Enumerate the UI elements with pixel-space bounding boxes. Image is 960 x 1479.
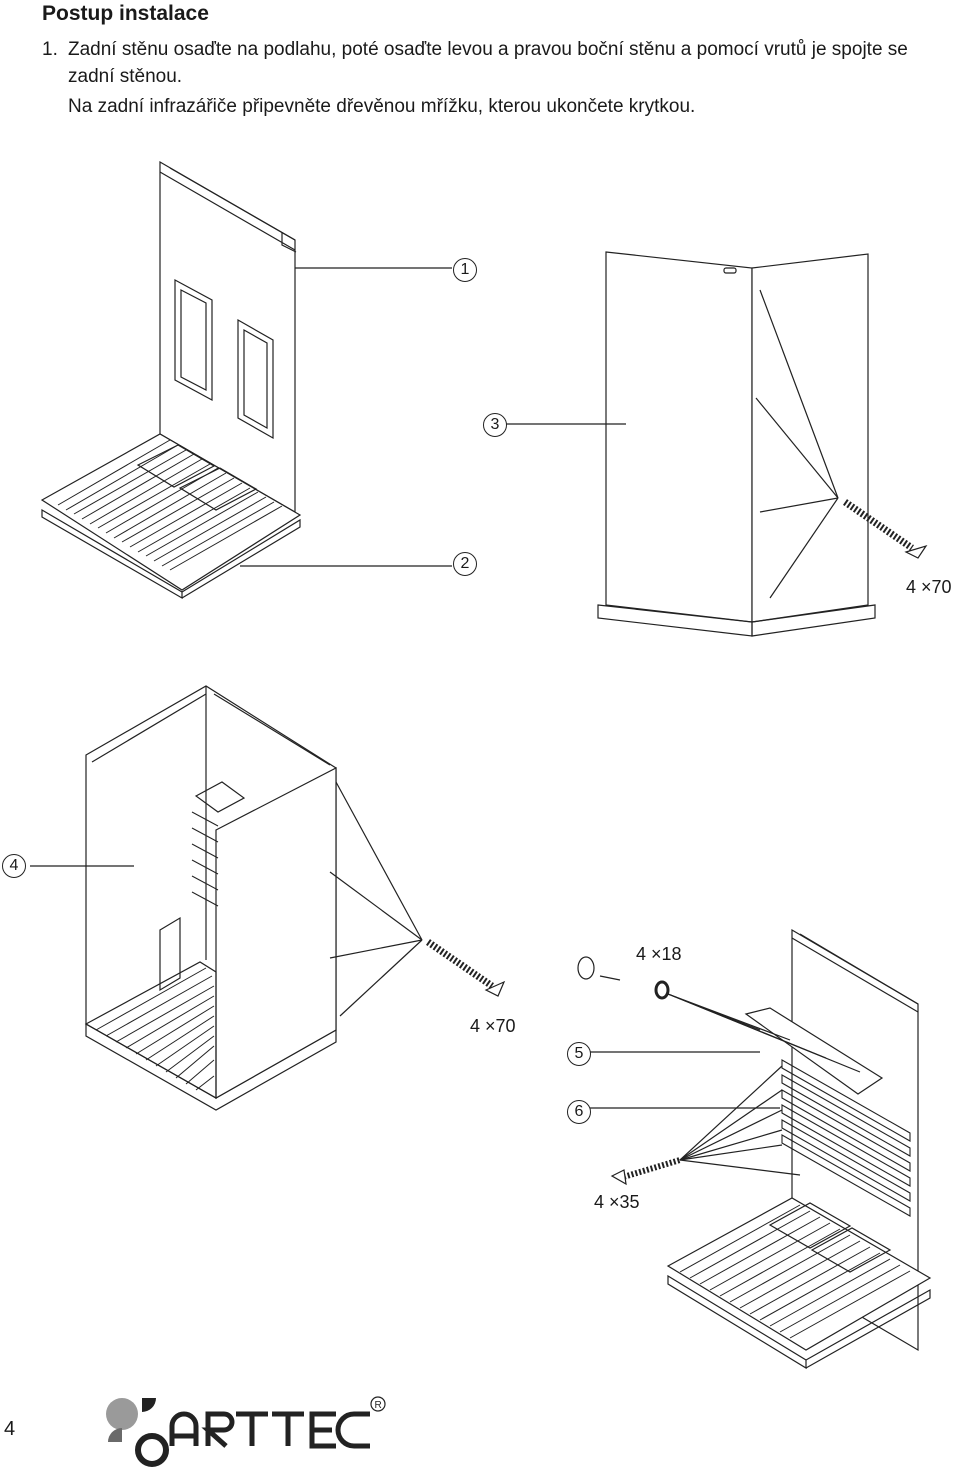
screw-icon bbox=[610, 1157, 681, 1186]
callout-2: 2 bbox=[453, 552, 477, 576]
cap-icon bbox=[577, 956, 595, 980]
callout-4: 4 bbox=[2, 854, 26, 878]
cap-size-label: 4 ×18 bbox=[636, 944, 682, 964]
screw-icon bbox=[843, 499, 928, 559]
corner-walls-figure bbox=[490, 251, 928, 637]
screw-size-label: 4 ×35 bbox=[594, 1192, 640, 1212]
step-paragraph-2: Na zadní infrazářiče připevněte dřevěnou… bbox=[68, 96, 696, 117]
step-number: 1. bbox=[42, 39, 58, 60]
page-number: 4 bbox=[4, 1418, 16, 1440]
callout-3: 3 bbox=[483, 413, 507, 437]
screw-icon bbox=[426, 939, 506, 997]
screw-size-label: 4 ×70 bbox=[470, 1016, 516, 1036]
callout-1: 1 bbox=[453, 258, 477, 282]
assembled-cabin-figure bbox=[30, 685, 506, 1111]
heater-grille-figure bbox=[577, 928, 932, 1370]
step-paragraph-1: Zadní stěnu osaďte na podlahu, poté osaď… bbox=[68, 39, 908, 87]
logo-wordmark bbox=[169, 1411, 370, 1449]
callout-5: 5 bbox=[567, 1042, 591, 1066]
logo-mark-icon bbox=[106, 1398, 169, 1467]
artec-logo: R bbox=[100, 1392, 400, 1479]
back-wall-on-floor-figure bbox=[40, 160, 452, 600]
washer-icon bbox=[654, 980, 670, 1000]
callout-6: 6 bbox=[567, 1100, 591, 1124]
page-title: Postup instalace bbox=[42, 2, 209, 25]
instruction-step: 1. Zadní stěnu osaďte na podlahu, poté o… bbox=[42, 36, 947, 120]
screw-size-label: 4 ×70 bbox=[906, 577, 952, 597]
registered-mark: R bbox=[375, 1400, 382, 1411]
